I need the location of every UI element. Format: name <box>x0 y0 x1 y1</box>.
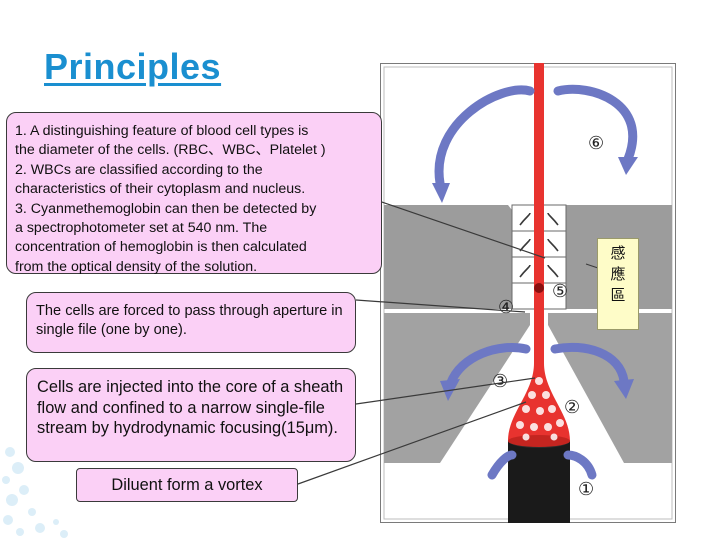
marker-4: ④ <box>498 297 514 318</box>
zone-char-3: 區 <box>610 286 626 304</box>
injection-tube <box>508 441 570 523</box>
cell-in-aperture <box>534 283 544 293</box>
principle-line-6: a spectrophotometer set at 540 nm. The <box>15 220 268 237</box>
marker-1: ① <box>578 479 594 500</box>
single-file-callout: The cells are forced to pass through ape… <box>26 292 356 353</box>
zone-char-2: 應 <box>610 265 626 283</box>
zone-char-1: 感 <box>610 244 626 262</box>
principle-line-4: characteristics of their cytoplasm and n… <box>15 181 306 198</box>
principle-line-8: from the optical density of the solution… <box>15 258 258 275</box>
marker-2: ② <box>564 397 580 418</box>
principles-callout: 1. A distinguishing feature of blood cel… <box>6 112 382 275</box>
aperture-wall-left <box>384 205 530 309</box>
principle-line-7: concentration of hemoglobin is then calc… <box>15 239 307 256</box>
principle-line-1: 1. A distinguishing feature of blood cel… <box>15 123 309 139</box>
principle-line-5: 3. Cyanmethemoglobin can then be detecte… <box>15 200 317 217</box>
diluent-vortex-callout: Diluent form a vortex <box>76 468 298 502</box>
hydrodynamic-focusing-callout: Cells are injected into the core of a sh… <box>26 368 356 462</box>
principle-line-2: the diameter of the cells. (RBC、WBC、Plat… <box>15 142 326 159</box>
marker-3: ③ <box>492 371 508 392</box>
marker-5: ⑤ <box>552 281 568 302</box>
sensing-zone-label: 感 應 區 <box>597 238 639 330</box>
page-title: Principles <box>44 46 222 87</box>
principle-line-3: 2. WBCs are classified according to the <box>15 161 263 178</box>
marker-6: ⑥ <box>588 133 604 154</box>
